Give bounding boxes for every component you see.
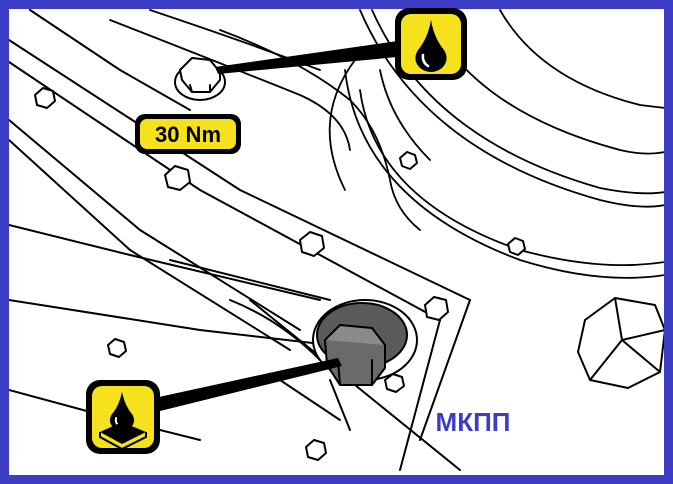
fill-plug [174,57,226,101]
drain-plug [312,299,418,386]
large-bolt [577,297,664,389]
torque-callout: 30 Nm [135,114,241,154]
oil-drain-callout [86,380,160,454]
torque-label: 30 Nm [155,122,221,147]
gearbox-caption: МКПП [436,407,511,437]
plate-edges [9,9,471,471]
leader-lines [145,40,408,414]
oil-drop-callout [395,8,467,80]
bolts [34,87,526,461]
